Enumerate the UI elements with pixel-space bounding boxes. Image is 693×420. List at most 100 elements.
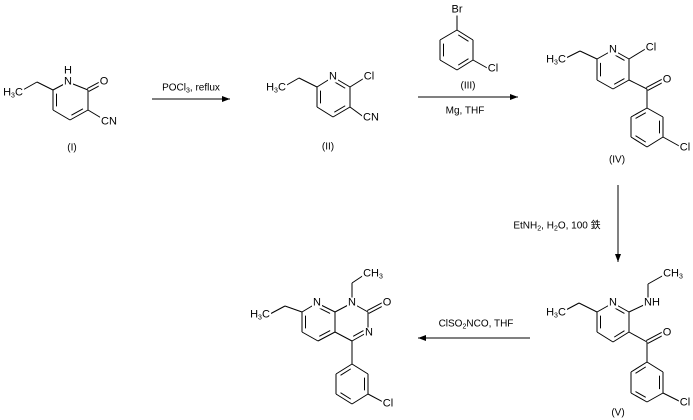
double-bond-inner <box>635 112 647 119</box>
double-bond-inner <box>334 81 346 89</box>
arrowhead-icon <box>615 254 621 262</box>
double-bond <box>367 301 385 312</box>
atom-n: N <box>608 43 618 56</box>
bond <box>628 331 648 343</box>
double-bond-inner <box>613 330 625 338</box>
bond <box>647 274 665 285</box>
atom-n: N <box>328 70 338 83</box>
bond <box>579 50 598 60</box>
group-h3c: H3C <box>265 81 287 95</box>
bond <box>301 331 319 342</box>
atom-cl: Cl <box>381 397 395 410</box>
double-bond-inner <box>334 105 346 113</box>
atom-o: O <box>661 326 673 339</box>
bond <box>578 302 598 313</box>
bond <box>456 59 474 71</box>
bond <box>630 107 648 118</box>
bond <box>334 331 353 342</box>
reagent-step1: POCl3, reflux <box>162 82 220 95</box>
double-bond-inner <box>319 330 331 337</box>
bond <box>284 77 300 87</box>
double-bond-inner <box>318 307 331 314</box>
atom-o: O <box>381 296 393 309</box>
bond <box>646 361 664 373</box>
bond <box>662 136 682 148</box>
atom-cl: Cl <box>678 141 692 154</box>
double-bond-inner <box>613 307 625 314</box>
atom-n: N <box>63 75 73 88</box>
bond <box>52 109 71 121</box>
arrowhead-icon <box>510 94 518 100</box>
atom-cl: Cl <box>486 62 500 75</box>
bond <box>646 107 664 118</box>
double-bond-inner <box>614 54 625 61</box>
bond <box>284 305 303 313</box>
group-nh: NH <box>643 296 661 309</box>
arrowhead-icon <box>222 96 230 102</box>
bond <box>298 77 318 88</box>
bond <box>646 136 664 148</box>
group-ch3: CH3 <box>662 267 684 281</box>
double-bond <box>646 78 664 89</box>
double-bond-inner <box>613 78 625 85</box>
bond <box>316 106 334 118</box>
bond <box>351 393 369 405</box>
reagent-step4: ClSO2NCO, THF <box>438 318 514 331</box>
double-bond <box>646 331 664 342</box>
bond <box>351 363 369 375</box>
reagent-step2: Mg, THF <box>445 105 485 117</box>
bond <box>630 361 648 373</box>
bond <box>596 79 614 90</box>
compound-label-ii: (II) <box>321 141 335 153</box>
bond <box>335 363 353 375</box>
group-h3c: H3C <box>545 306 567 320</box>
atom-n: N <box>312 296 322 309</box>
bond <box>630 392 648 403</box>
bond <box>628 47 648 60</box>
compound-label-iv: (IV) <box>608 154 626 166</box>
bond <box>317 331 336 342</box>
bond <box>596 331 614 343</box>
double-bond-inner <box>340 392 352 400</box>
bond <box>439 29 458 41</box>
bond <box>439 59 458 71</box>
bond <box>612 331 630 343</box>
atom-br: Br <box>450 3 464 16</box>
atom-n: N <box>347 296 357 309</box>
atom-cl: Cl <box>362 70 376 83</box>
arrowhead-icon <box>418 335 426 341</box>
atom-cl: Cl <box>644 41 658 54</box>
double-bond-inner <box>457 34 469 42</box>
double-bond-inner <box>352 330 364 337</box>
double-bond-inner <box>635 391 646 398</box>
atom-n: N <box>608 296 618 309</box>
compound-label-v: (V) <box>611 407 625 419</box>
bond <box>351 274 365 284</box>
bond <box>36 81 54 91</box>
bond <box>628 79 648 90</box>
double-bond-inner <box>71 108 84 116</box>
double-bond-inner <box>635 135 647 143</box>
compound-label-i: (I) <box>67 142 77 154</box>
group-h3c: H3C <box>545 53 567 67</box>
group-cn: CN <box>362 111 380 124</box>
bond <box>662 392 682 403</box>
double-bond-inner <box>340 368 352 376</box>
bond <box>456 29 474 41</box>
bond <box>630 136 648 148</box>
atom-n: N <box>364 326 374 339</box>
atom-h: H <box>63 64 73 77</box>
group-cn: CN <box>100 115 118 128</box>
atom-o: O <box>661 73 673 86</box>
bond <box>335 393 353 405</box>
bond <box>612 79 630 90</box>
group-ch3: CH3 <box>362 267 384 281</box>
bond <box>269 305 286 315</box>
compound-label-iii: (III) <box>460 80 476 92</box>
double-bond-inner <box>635 366 647 374</box>
bond <box>472 59 490 70</box>
bond <box>646 392 664 403</box>
group-h3c: H3C <box>249 308 271 322</box>
